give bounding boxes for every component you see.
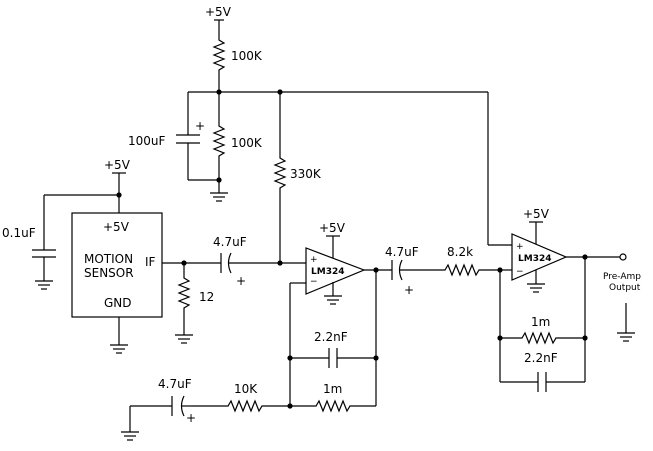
op2-plus-sign: +: [516, 242, 524, 252]
capacitor-100uf: [176, 92, 219, 181]
r-10k-label: 10K: [234, 382, 258, 396]
sensor-gnd-label: GND: [104, 296, 132, 310]
supply-top: [214, 19, 224, 32]
c-47uf-2-label: 4.7uF: [385, 245, 419, 259]
resistor-330k: [273, 92, 287, 263]
ground-symbol-bias: [210, 180, 228, 202]
ground-symbol-10k: [121, 431, 139, 441]
motion-sensor-box: [71, 212, 163, 318]
op1-minus-sign: −: [310, 277, 318, 287]
opamp-1: [305, 247, 366, 295]
resistor-1m-1: [290, 399, 376, 413]
capacitor-22nf-2: [500, 372, 585, 392]
vcc-top-label: +5V: [205, 5, 232, 19]
c-22nf-2-label: 2.2nF: [524, 351, 558, 365]
c-47uf-3-polarity: +: [186, 411, 196, 425]
op1-name: LM324: [311, 267, 344, 277]
node-fb2-right: [582, 335, 588, 341]
ground-symbol-op2: [527, 270, 545, 293]
capacitor-47uf-1: [220, 252, 280, 274]
capacitor-47uf-3: [129, 395, 191, 432]
sensor-if-label: IF: [145, 255, 156, 269]
resistor-100k-top: [212, 32, 226, 92]
output-terminal: [619, 253, 627, 261]
c-47uf-1-label: 4.7uF: [213, 235, 247, 249]
vcc-op2-label: +5V: [523, 207, 550, 221]
opamp-2: [511, 233, 568, 281]
r-1m-1-label: 1m: [323, 382, 342, 396]
ground-symbol-12: [175, 334, 193, 344]
resistor-12: [177, 263, 191, 335]
resistor-100k-bottom: [212, 92, 226, 180]
ground-symbol-output: [617, 303, 635, 342]
supply-op2: [529, 221, 543, 244]
node-fb1-right: [373, 355, 379, 361]
r-8-2k-label: 8.2k: [447, 245, 473, 259]
op1-plus-sign: +: [310, 255, 318, 265]
c-22nf-1-label: 2.2nF: [314, 330, 348, 344]
r-330k-label: 330K: [290, 167, 322, 181]
sensor-name-line1: MOTION: [84, 252, 133, 266]
r-100k-top-label: 100K: [231, 49, 263, 63]
r-100k-bottom-label: 100K: [231, 136, 263, 150]
c-47uf-1-polarity: +: [236, 274, 246, 288]
ground-symbol-01uf: [35, 280, 53, 290]
supply-op1: [326, 235, 340, 258]
node-fb2-left: [497, 335, 503, 341]
c-47uf-3-label: 4.7uF: [158, 377, 192, 391]
ground-symbol-sensor: [110, 317, 128, 354]
capacitor-01uf: [32, 194, 119, 281]
op2-minus-sign: −: [516, 267, 524, 277]
output-label-line1: Pre-Amp: [603, 272, 641, 282]
resistor-8-2k: [440, 263, 500, 277]
r-12-label: 12: [199, 290, 214, 304]
capacitor-22nf-1: [290, 348, 376, 368]
vcc-sensor-label: +5V: [104, 158, 131, 172]
output-label-line2: Output: [609, 283, 641, 293]
capacitor-47uf-2: [391, 259, 440, 281]
resistor-1m-2: [500, 331, 585, 345]
resistor-10k: [191, 399, 290, 413]
c-100uf-label: 100uF: [128, 134, 166, 148]
sensor-name-line2: SENSOR: [84, 266, 134, 280]
sensor-vcc-label: +5V: [103, 220, 130, 234]
c-01uf-label: 0.1uF: [2, 226, 36, 240]
op2-name: LM324: [518, 254, 551, 264]
c-100uf-polarity: +: [195, 119, 205, 133]
node-fb1-left: [287, 355, 293, 361]
c-47uf-2-polarity: +: [404, 283, 414, 297]
ground-symbol-op1: [324, 282, 342, 305]
vcc-op1-label: +5V: [319, 221, 346, 235]
r-1m-2-label: 1m: [531, 315, 550, 329]
